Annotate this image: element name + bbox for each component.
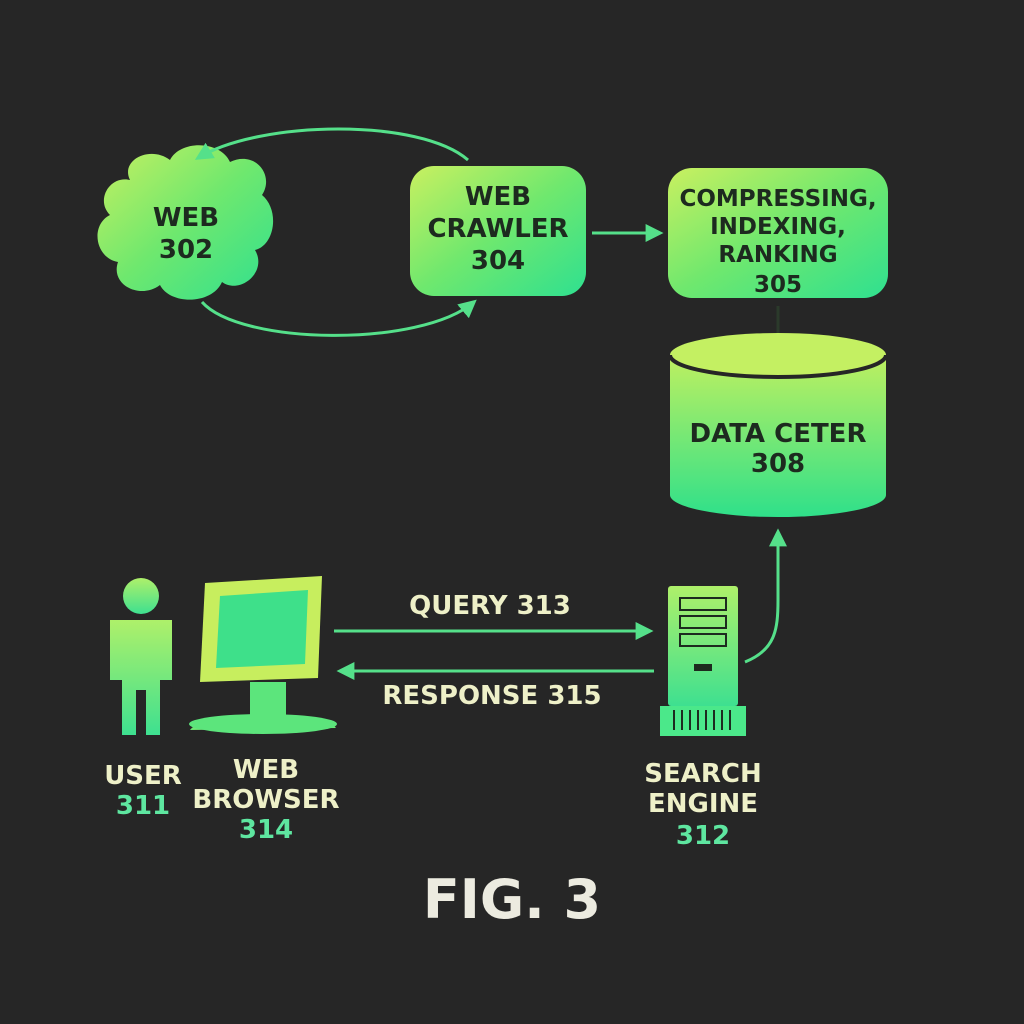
datacenter-number: 308 xyxy=(751,449,805,479)
indexing-label-line2: INDEXING, xyxy=(710,214,846,240)
figure-caption: FIG. 3 xyxy=(423,868,601,931)
datacenter-label: DATA CETER xyxy=(690,419,867,449)
browser-label-line2: BROWSER xyxy=(192,785,339,815)
search-engine-label-line1: SEARCH xyxy=(644,759,761,789)
crawler-box xyxy=(410,166,586,296)
user-label: USER xyxy=(104,761,182,791)
indexing-number: 305 xyxy=(754,272,802,298)
cylinder-rim xyxy=(668,354,888,379)
search-engine-number: 312 xyxy=(676,821,730,851)
browser-label-line1: WEB xyxy=(233,755,299,785)
web-node: WEB 302 xyxy=(97,145,274,300)
web-number: 302 xyxy=(159,235,213,265)
cloud-shape xyxy=(97,145,274,300)
user-icon xyxy=(110,578,172,735)
crawler-label-line1: WEB xyxy=(465,182,531,212)
query-label: QUERY 313 xyxy=(409,591,571,621)
browser-number: 314 xyxy=(239,815,293,845)
indexing-box xyxy=(668,168,888,298)
engine-to-datacenter-arrow xyxy=(744,528,787,664)
indexing-node: COMPRESSING, INDEXING, RANKING 305 xyxy=(668,168,888,298)
cylinder-body xyxy=(670,355,886,517)
indexing-label-line1: COMPRESSING, xyxy=(679,186,876,212)
cylinder-top xyxy=(670,333,886,377)
monitor-icon xyxy=(189,576,337,734)
response-label: RESPONSE 315 xyxy=(382,681,601,711)
datacenter-node: DATA CETER 308 xyxy=(668,333,888,517)
server-icon xyxy=(660,586,746,736)
crawler-number: 304 xyxy=(471,246,525,276)
indexing-label-line3: RANKING xyxy=(718,242,837,268)
search-engine-label-line2: ENGINE xyxy=(648,789,758,819)
crawl-arc-bottom xyxy=(200,299,477,337)
crawl-arc-top xyxy=(194,127,469,162)
user-number: 311 xyxy=(116,791,170,821)
web-crawler-node: WEB CRAWLER 304 xyxy=(410,166,586,296)
crawler-label-line2: CRAWLER xyxy=(427,214,568,244)
web-label: WEB xyxy=(153,203,219,233)
